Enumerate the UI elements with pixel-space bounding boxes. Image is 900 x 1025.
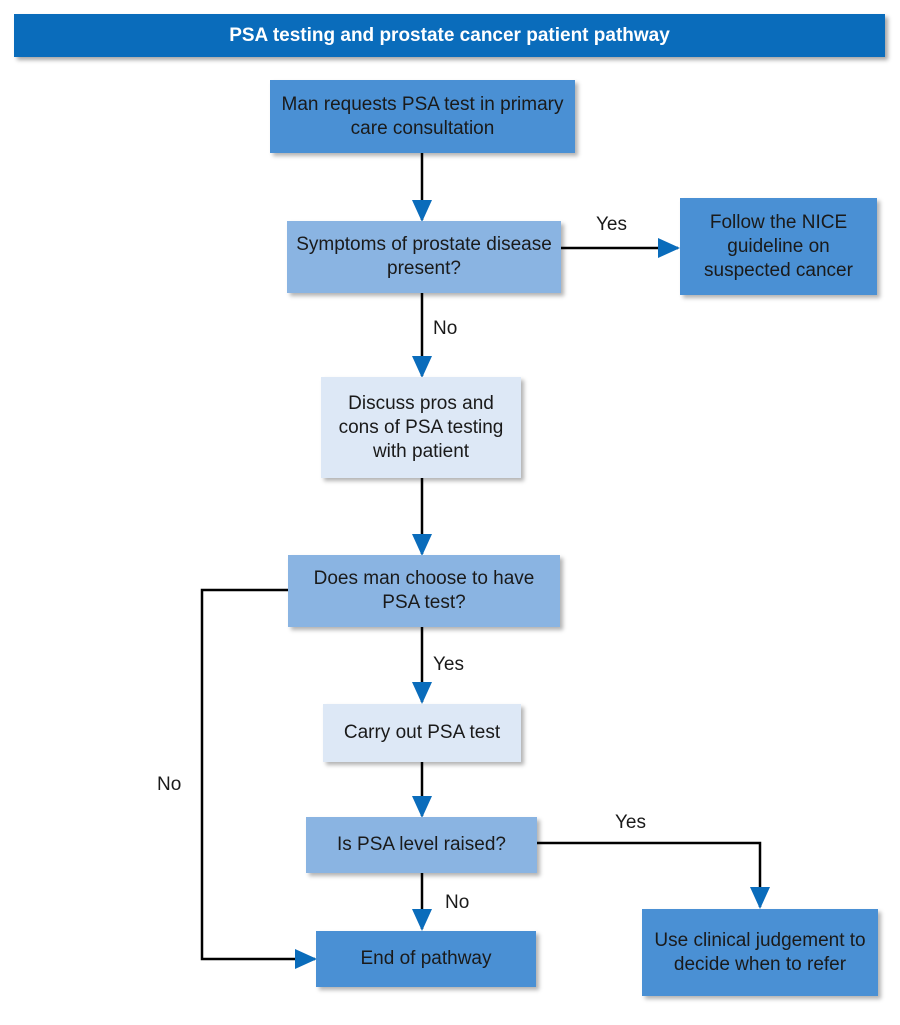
node-request: Man requests PSA test in primary care co… — [270, 80, 575, 153]
edge-label-choose-yes: Yes — [433, 654, 464, 675]
node-symptoms: Symptoms of prostate disease present? — [287, 221, 561, 293]
arrow-raised-to-judgement — [537, 841, 770, 909]
edge-label-symptoms-yes: Yes — [596, 214, 627, 235]
edge-label-symptoms-no: No — [433, 318, 458, 339]
node-raised-text: Is PSA level raised? — [337, 834, 506, 855]
node-choose-text: Does man choose to have PSA test? — [313, 568, 535, 613]
page-title: PSA testing and prostate cancer patient … — [229, 24, 670, 46]
edge-label-raised-no: No — [445, 892, 470, 913]
node-judgement: Use clinical judgement to decide when to… — [642, 909, 878, 996]
node-nice-text: Follow the NICE guideline on suspected c… — [704, 211, 853, 281]
node-symptoms-text: Symptoms of prostate disease present? — [296, 234, 552, 279]
node-carry-out: Carry out PSA test — [323, 704, 521, 762]
node-choose: Does man choose to have PSA test? — [288, 555, 560, 627]
arrow-choose-no-to-end — [200, 588, 317, 969]
node-carry-out-text: Carry out PSA test — [343, 722, 501, 743]
node-raised: Is PSA level raised? — [306, 817, 537, 873]
node-nice: Follow the NICE guideline on suspected c… — [680, 198, 877, 295]
page-title-bar: PSA testing and prostate cancer patient … — [14, 14, 885, 57]
node-request-text: Man requests PSA test in primary care co… — [281, 93, 564, 139]
node-discuss: Discuss pros and cons of PSA testing wit… — [321, 377, 521, 478]
node-end-text: End of pathway — [360, 948, 492, 969]
node-judgement-text: Use clinical judgement to decide when to… — [654, 929, 866, 975]
node-discuss-text: Discuss pros and cons of PSA testing wit… — [338, 392, 504, 462]
node-end: End of pathway — [316, 931, 536, 987]
edge-label-choose-no: No — [157, 774, 182, 795]
edge-label-raised-yes: Yes — [615, 812, 646, 833]
